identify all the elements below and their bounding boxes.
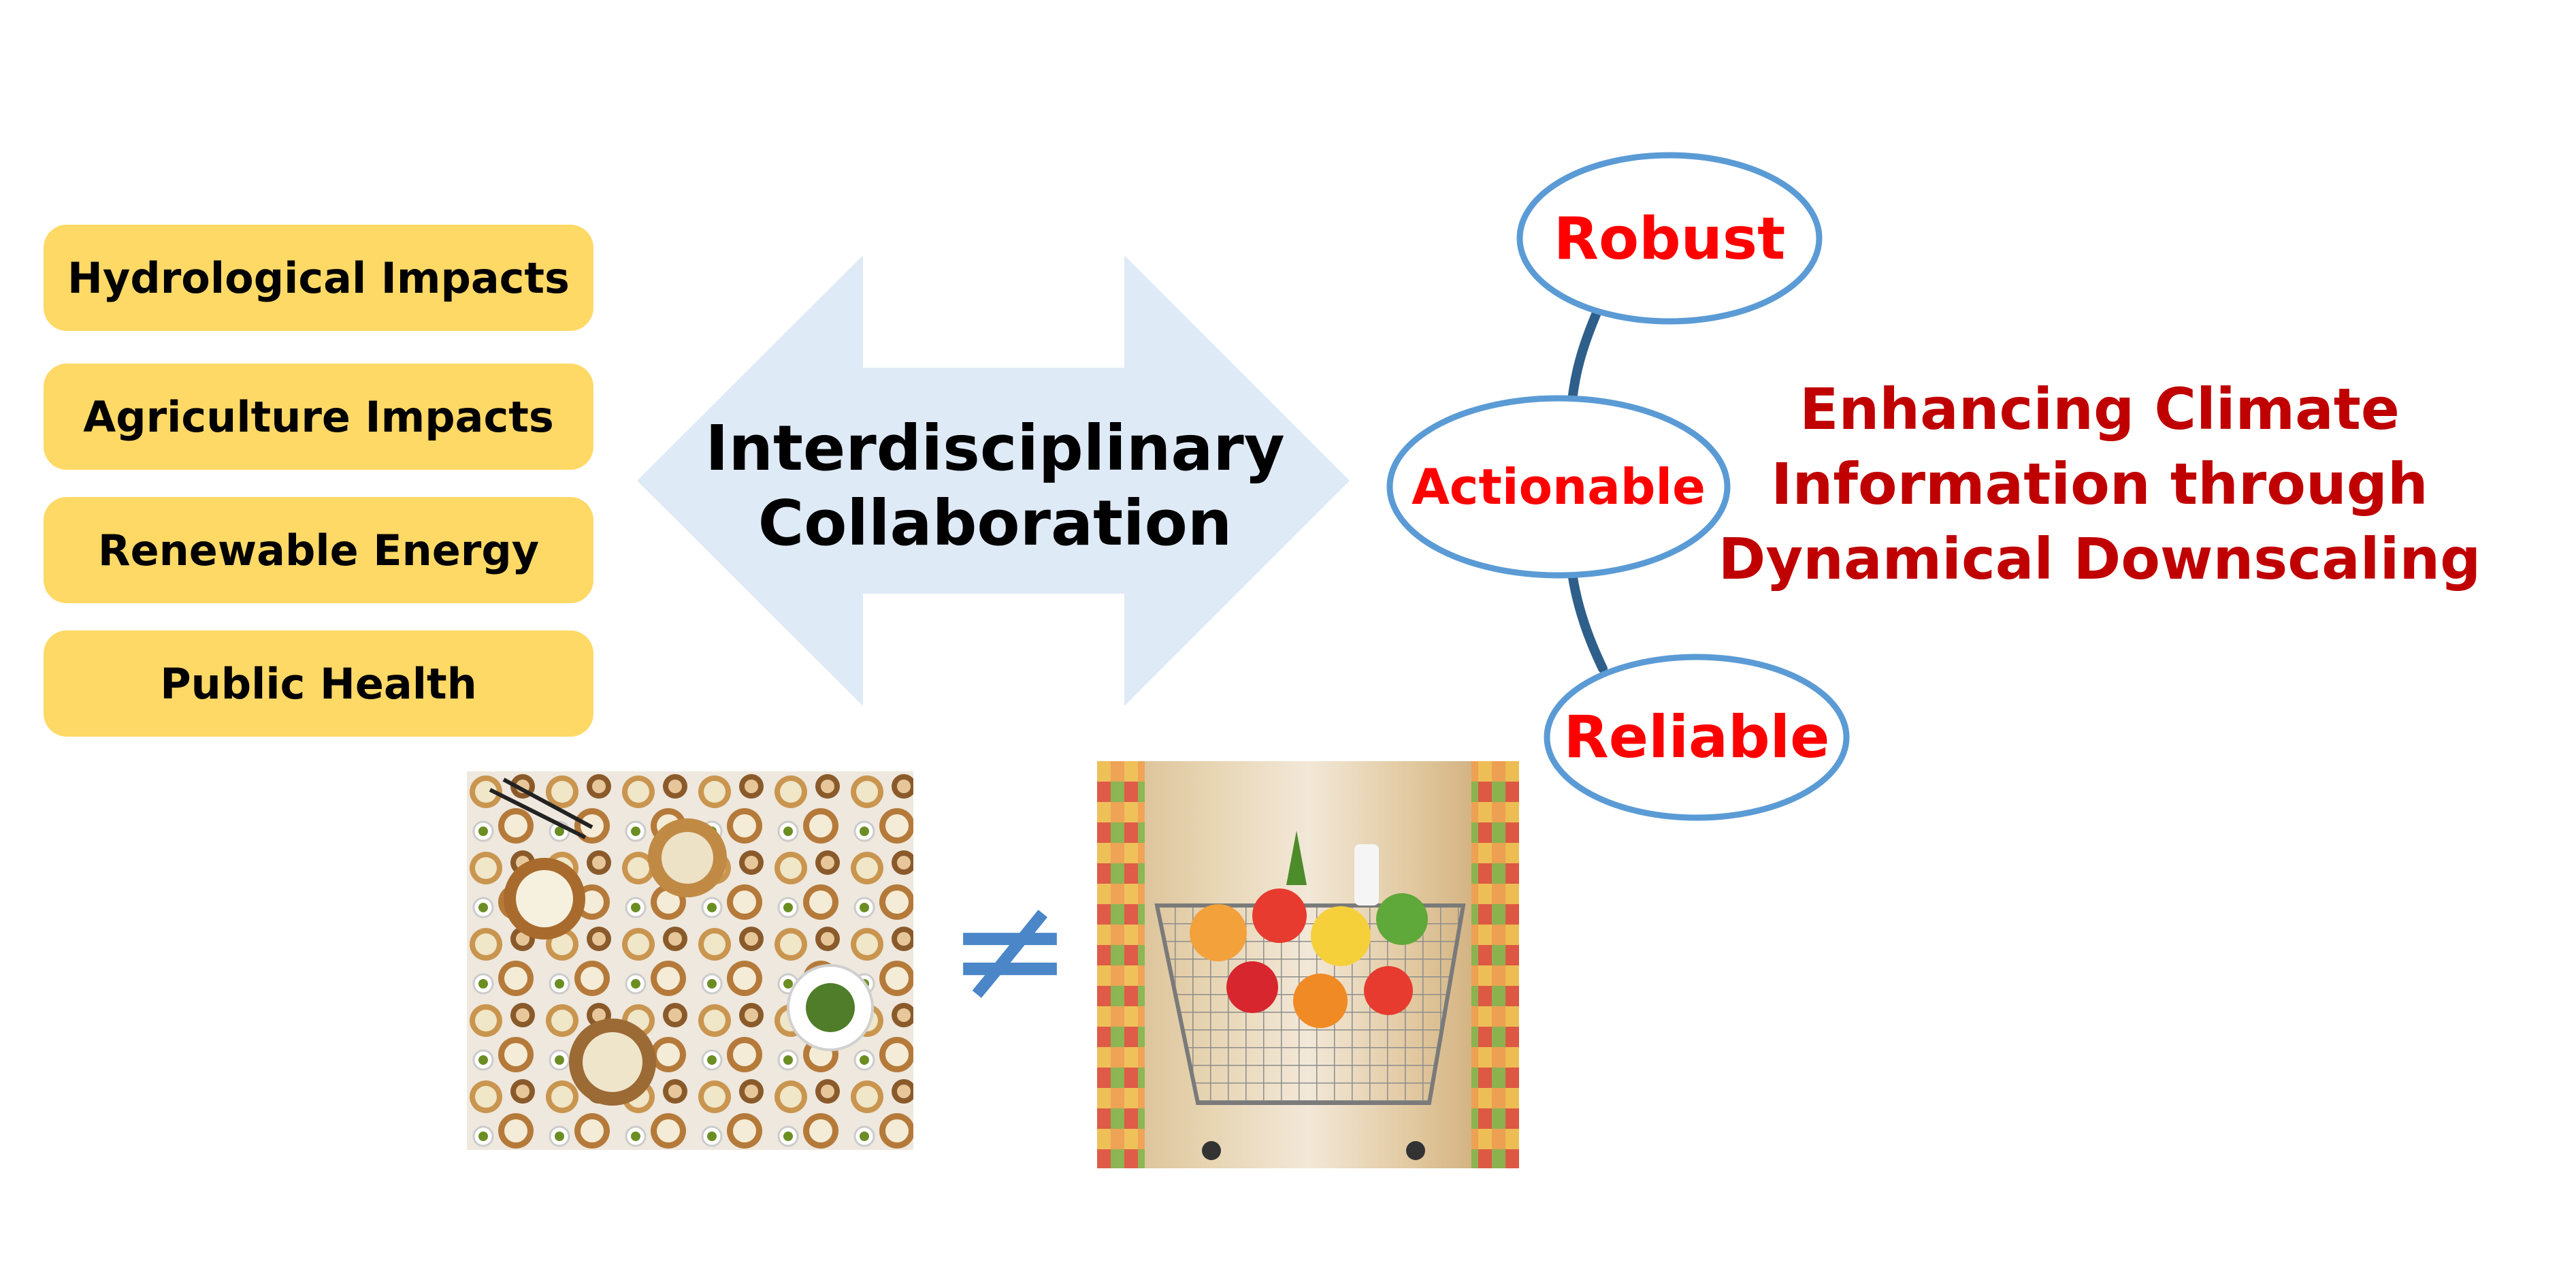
impact-box: Hydrological Impacts [44, 225, 593, 331]
impact-box-bg [44, 364, 593, 470]
impact-box-label: Public Health [160, 659, 477, 709]
headline-line3: Dynamical Downscaling [1718, 526, 2481, 592]
connector-lower [1567, 568, 1608, 673]
impact-box-bg [44, 630, 593, 737]
impact-box-bg [44, 497, 593, 603]
dim-sum-table-image [467, 771, 913, 1150]
center-label-line1: Interdisciplinary [705, 412, 1285, 485]
headline-line2: Information through [1771, 451, 2428, 517]
quality-actionable: Actionable [1412, 458, 1706, 515]
center-label-line2: Collaboration [758, 487, 1233, 560]
not-equal-symbol: ≠ [947, 862, 1073, 1036]
ellipse-actionable [1386, 395, 1731, 579]
impact-box-bg [44, 225, 593, 331]
impact-box: Renewable Energy [44, 497, 593, 603]
impact-box-label: Renewable Energy [98, 526, 539, 575]
ellipse-robust [1516, 152, 1823, 325]
impact-box-label: Agriculture Impacts [83, 392, 554, 442]
headline-line1: Enhancing Climate [1799, 376, 2400, 443]
impact-box-label: Hydrological Impacts [67, 253, 570, 303]
quality-reliable: Reliable [1564, 703, 1830, 771]
double-arrow-shape [637, 255, 1350, 706]
quality-robust: Robust [1554, 205, 1785, 273]
grocery-cart-image [1097, 761, 1519, 1168]
impact-box: Public Health [44, 630, 593, 737]
ellipse-reliable [1544, 654, 1850, 821]
connector-upper [1567, 310, 1601, 405]
impact-box: Agriculture Impacts [44, 364, 593, 470]
